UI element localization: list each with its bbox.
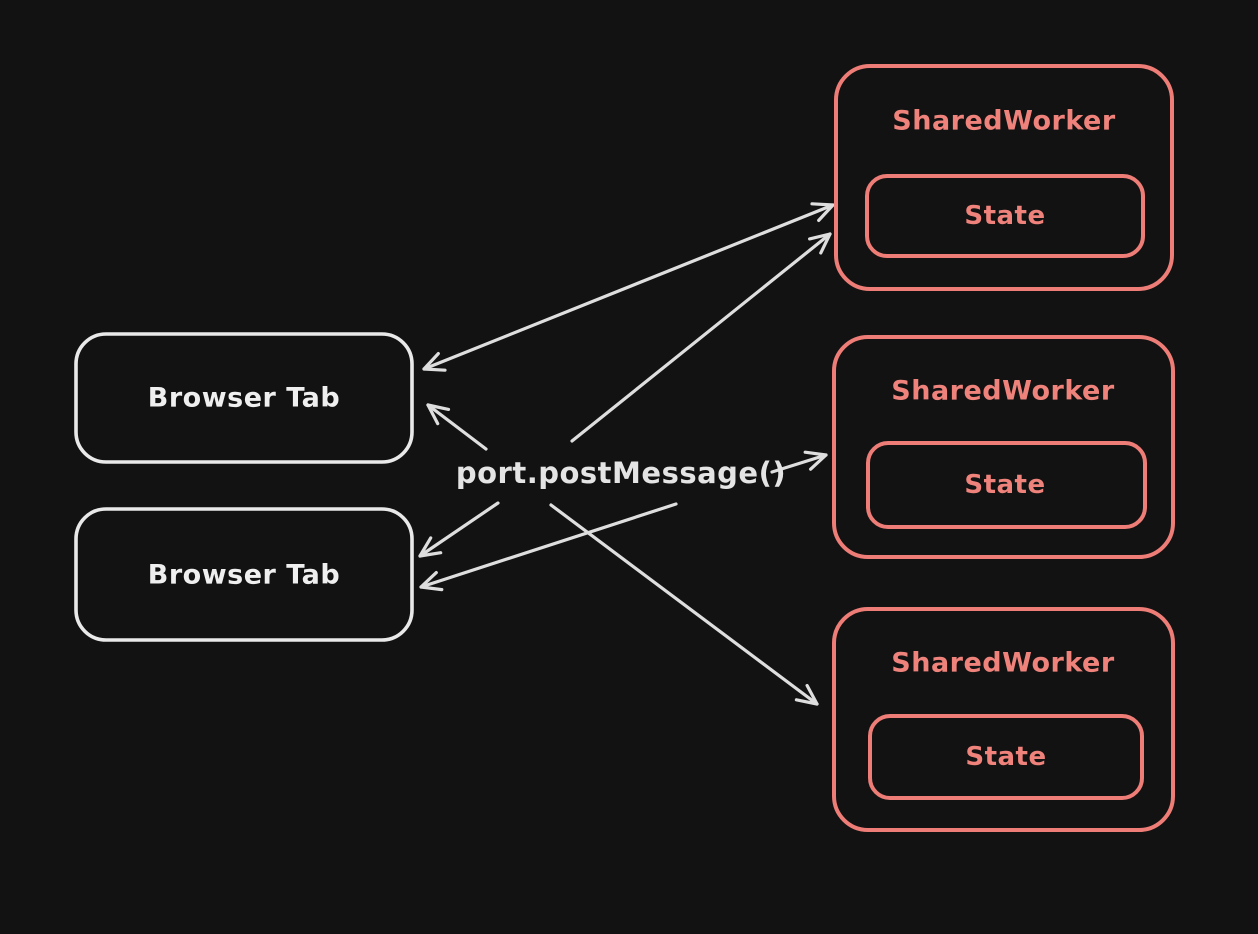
arrowhead: [419, 571, 444, 592]
browser-tab-2-box: [74, 507, 414, 642]
arrow-label-tab2-lower: [419, 502, 678, 589]
shared-worker-2-label: SharedWorker: [891, 376, 1115, 407]
arrowhead: [426, 403, 451, 426]
shared-worker-1-state-box: [865, 174, 1145, 258]
node-shared-worker-2: SharedWorker State: [832, 335, 1175, 559]
arrow-tab1-worker1: [422, 203, 835, 371]
shared-worker-2-state-label: State: [964, 470, 1045, 500]
arrowhead: [422, 352, 447, 372]
shared-worker-2-box: [832, 335, 1175, 559]
node-browser-tab-2: Browser Tab: [74, 507, 414, 642]
browser-tab-2-label: Browser Tab: [148, 560, 340, 591]
browser-tab-1-box: [74, 332, 414, 464]
shared-worker-1-state-label: State: [964, 201, 1045, 231]
shared-worker-3-label: SharedWorker: [891, 648, 1115, 679]
arrow-label-worker1: [570, 232, 832, 443]
arrowhead: [418, 536, 443, 558]
arrowhead: [803, 450, 828, 471]
arrow-label-worker3: [549, 503, 819, 706]
arrow-label-tab1: [426, 403, 488, 451]
shared-worker-1-label: SharedWorker: [892, 106, 1116, 137]
arrowhead: [808, 232, 832, 255]
node-shared-worker-3: SharedWorker State: [832, 607, 1175, 832]
shared-worker-3-state-label: State: [965, 742, 1046, 772]
shared-worker-2-state-box: [866, 441, 1147, 529]
shared-worker-3-box: [832, 607, 1175, 832]
message-arrows: [418, 202, 835, 706]
node-browser-tab-1: Browser Tab: [74, 332, 414, 464]
node-shared-worker-1: SharedWorker State: [834, 64, 1174, 291]
arrowhead: [810, 202, 835, 222]
post-message-label: port.postMessage(): [456, 456, 786, 490]
arrow-label-worker2: [770, 453, 828, 474]
arrowhead: [794, 683, 819, 706]
browser-tab-1-label: Browser Tab: [148, 383, 340, 414]
shared-worker-3-state-box: [868, 714, 1144, 800]
shared-worker-1-box: [834, 64, 1174, 291]
arrow-label-tab2-upper: [418, 501, 500, 558]
